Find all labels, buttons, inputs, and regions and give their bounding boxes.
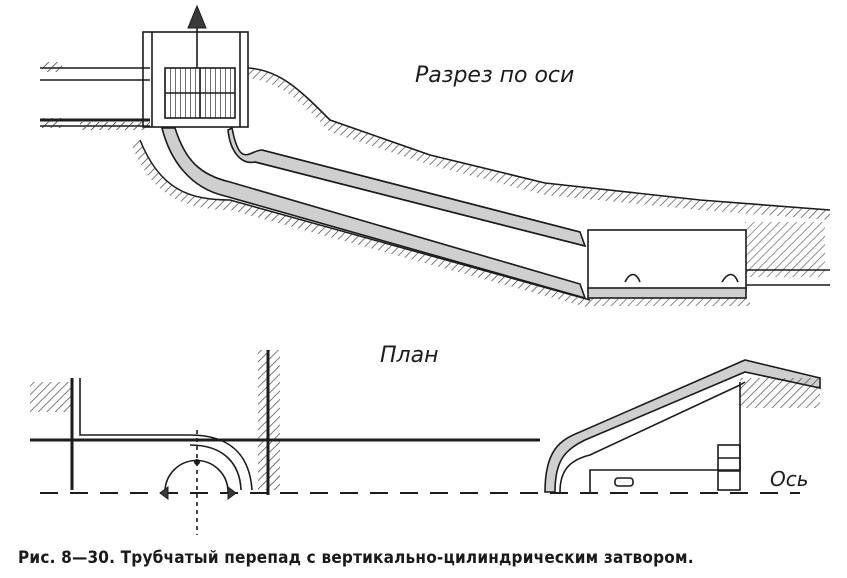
- plan-label: План: [380, 343, 438, 368]
- section-label: Разрез по оси: [415, 63, 574, 88]
- figure-caption: Рис. 8—30. Трубчатый перепад с вертикаль…: [18, 548, 694, 568]
- upstream-canal: [40, 62, 150, 130]
- plan-view: План Ось: [30, 343, 821, 535]
- stilling-chamber: [587, 229, 830, 306]
- embankment: [247, 67, 831, 277]
- section-view: Разрез по оси: [40, 4, 831, 308]
- inclined-pipe: [132, 126, 591, 308]
- plan-outlet: [544, 359, 821, 493]
- plan-inlet: [30, 350, 540, 535]
- axis-label: Ось: [770, 467, 809, 491]
- gate-tower: [142, 4, 249, 128]
